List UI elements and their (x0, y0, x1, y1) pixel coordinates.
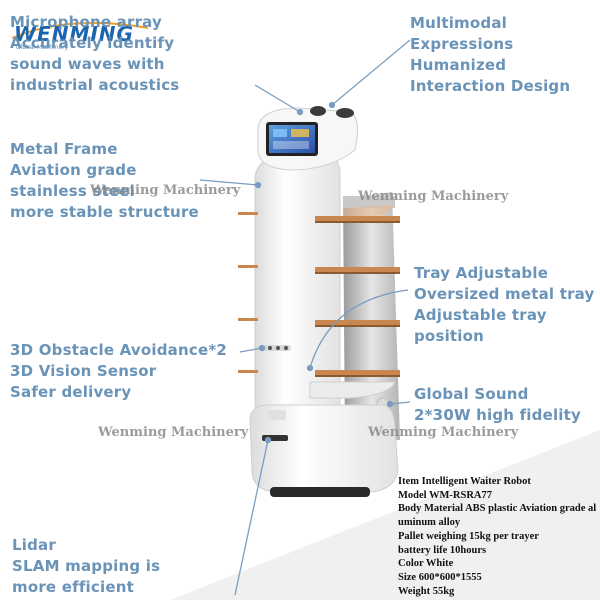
spec-item: Size 600*600*1555 (398, 571, 482, 583)
spec-item: Model WM-RSRA77 (398, 489, 493, 501)
callout-line: Expressions (410, 35, 514, 53)
callout-line: Safer delivery (10, 383, 132, 401)
callout-line: Tray Adjustable (414, 264, 549, 282)
watermark-text: Wenming Machinery (98, 425, 249, 440)
callout-sound: Global Sound 2*30W high fidelity (414, 384, 581, 426)
callout-line: industrial acoustics (10, 76, 180, 94)
tray-rack (343, 192, 400, 440)
callout-line: Adjustable tray (414, 306, 547, 324)
callout-microphone: Microphone array Accurately identify sou… (10, 12, 179, 96)
robot-base (249, 404, 399, 497)
spec-item: Body Material ABS plastic Aviation grade… (398, 503, 597, 515)
callout-line: Lidar (12, 536, 56, 554)
callout-line: Oversized metal tray (414, 285, 595, 303)
callout-line: Aviation grade (10, 161, 137, 179)
callout-line: Humanized (410, 56, 507, 74)
logo-brand-text: WENMING (14, 22, 134, 46)
callout-line: Interaction Design (410, 77, 571, 95)
callout-obstacle: 3D Obstacle Avoidance*2 3D Vision Sensor… (10, 340, 227, 403)
spec-item: Weight 55kg (398, 585, 455, 597)
callout-tray: Tray Adjustable Oversized metal tray Adj… (414, 263, 595, 347)
spec-list: Item Intelligent Waiter Robot Model WM-R… (398, 475, 598, 598)
side-mounts (238, 212, 258, 373)
callout-line: position (414, 327, 485, 345)
spec-item: Pallet weighing 15kg per trayer (398, 530, 539, 542)
callout-line: Global Sound (414, 385, 529, 403)
callout-line: Multimodal (410, 14, 507, 32)
spec-item: battery life 10hours (398, 544, 487, 556)
spec-item: Item Intelligent Waiter Robot (398, 476, 531, 487)
trays (309, 216, 400, 399)
callout-lidar: Lidar SLAM mapping is more efficient (12, 535, 160, 598)
floor-shadow (170, 430, 600, 600)
callout-line: 3D Vision Sensor (10, 362, 157, 380)
callout-line: sound waves with (10, 55, 165, 73)
watermark-text: Wenming Machinery (368, 425, 519, 440)
callout-line: Accurately identify (10, 34, 175, 52)
callout-multimodal: Multimodal Expressions Humanized Interac… (410, 13, 570, 97)
callout-line: Metal Frame (10, 140, 118, 158)
callout-line: Microphone array (10, 13, 163, 31)
watermark-text: Wenming Machinery (90, 183, 241, 198)
spec-item: uminum alloy (398, 517, 461, 529)
callout-metal-frame: Metal Frame Aviation grade stainless ste… (10, 139, 199, 223)
robot-body (254, 130, 341, 426)
logo-tagline: Global Machinery (16, 44, 69, 51)
callout-line: 2*30W high fidelity (414, 406, 581, 424)
callout-line: more stable structure (10, 203, 199, 221)
brand-logo: WENMING Global Machinery (10, 18, 150, 51)
callout-line: stainless steel (10, 182, 136, 200)
callout-line: more efficient (12, 578, 134, 596)
logo-swoosh-icon (11, 21, 149, 39)
watermark-text: Wenming Machinery (358, 189, 509, 204)
callout-lines (199, 39, 411, 596)
robot-head (257, 106, 359, 171)
callout-line: 3D Obstacle Avoidance*2 (10, 341, 228, 359)
callout-line: SLAM mapping is (12, 557, 161, 575)
spec-item: Color White (398, 558, 454, 570)
